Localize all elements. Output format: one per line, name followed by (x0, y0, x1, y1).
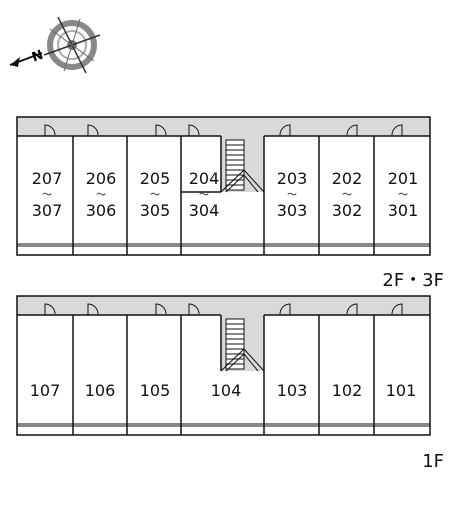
unit-105[interactable]: 105 (140, 381, 171, 400)
unit-number-bottom: 307 (32, 201, 63, 220)
unit-205[interactable]: 205 〜 305 (140, 169, 171, 220)
staircase-icon (220, 139, 265, 193)
floor-label-upper: 2F・3F (382, 270, 444, 291)
staircase-icon (220, 318, 265, 372)
unit-206[interactable]: 206 〜 306 (86, 169, 117, 220)
corridor (17, 296, 430, 315)
unit-207[interactable]: 207 〜 307 (32, 169, 63, 220)
compass-rose-icon: N (9, 16, 101, 74)
unit-number-top: 201 (388, 169, 419, 188)
unit-107[interactable]: 107 (30, 381, 61, 400)
unit-number-top: 204 (189, 169, 220, 188)
unit-number-top: 206 (86, 169, 117, 188)
door-icons (44, 124, 403, 136)
unit-103[interactable]: 103 (277, 381, 308, 400)
unit-202[interactable]: 202 〜 302 (332, 169, 363, 220)
unit-number-top: 203 (277, 169, 308, 188)
unit-range-tilde: 〜 (42, 190, 52, 201)
unit-number-bottom: 306 (86, 201, 117, 220)
building-outline (16, 116, 431, 256)
floor-ground (16, 295, 431, 436)
unit-204[interactable]: 204 〜 304 (189, 169, 220, 220)
unit-number-bottom: 303 (277, 201, 308, 220)
unit-201[interactable]: 201 〜 301 (388, 169, 419, 220)
floor-label-ground: 1F (422, 451, 444, 472)
unit-number-bottom: 302 (332, 201, 363, 220)
unit-number-bottom: 305 (140, 201, 171, 220)
unit-number-bottom: 304 (189, 201, 220, 220)
corridor (17, 117, 430, 136)
unit-104[interactable]: 104 (211, 381, 242, 400)
compass-north-letter: N (30, 48, 45, 66)
door-icons (44, 303, 403, 315)
unit-range-tilde: 〜 (398, 190, 408, 201)
unit-203[interactable]: 203 〜 303 (277, 169, 308, 220)
unit-number-top: 202 (332, 169, 363, 188)
unit-number-top: 207 (32, 169, 63, 188)
unit-range-tilde: 〜 (342, 190, 352, 201)
unit-range-tilde: 〜 (96, 190, 106, 201)
unit-number-top: 205 (140, 169, 171, 188)
unit-number-bottom: 301 (388, 201, 419, 220)
unit-101[interactable]: 101 (386, 381, 417, 400)
unit-range-tilde: 〜 (199, 190, 209, 201)
unit-range-tilde: 〜 (150, 190, 160, 201)
unit-106[interactable]: 106 (85, 381, 116, 400)
floor-upper (16, 116, 431, 256)
unit-102[interactable]: 102 (332, 381, 363, 400)
unit-range-tilde: 〜 (287, 190, 297, 201)
building-outline (16, 295, 431, 436)
